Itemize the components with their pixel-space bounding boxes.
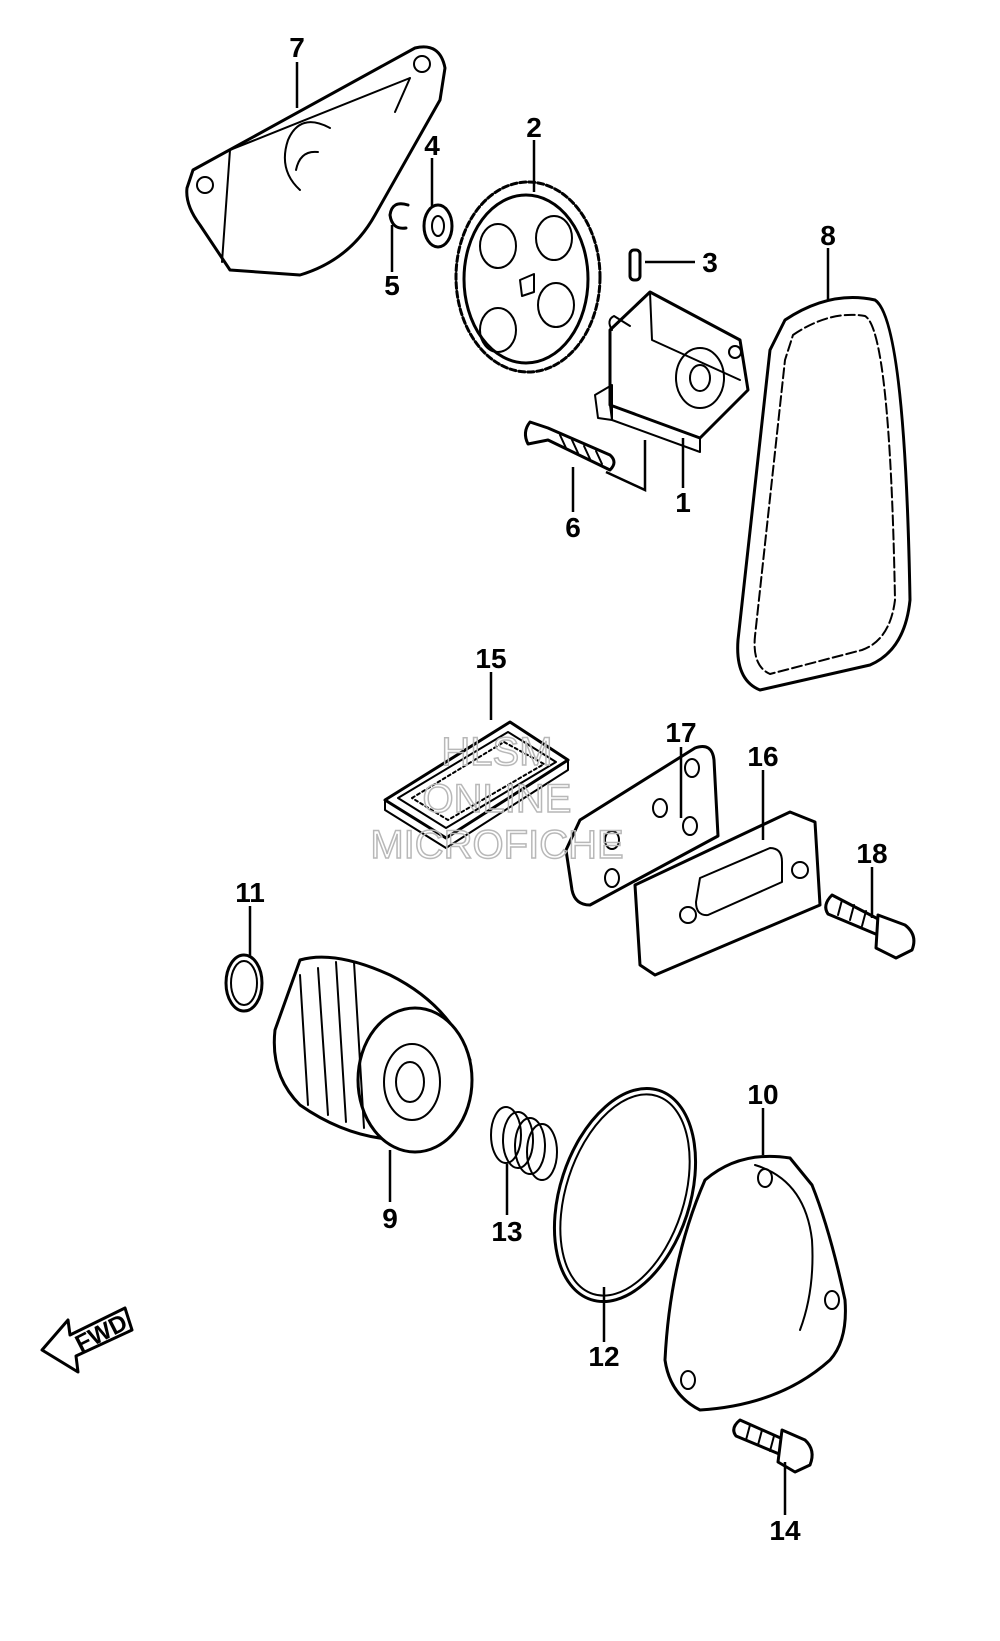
- callout-18[interactable]: 18: [856, 838, 887, 869]
- leader-lines: [248, 62, 874, 1515]
- fwd-label: FWD: [71, 1309, 132, 1358]
- gear-icon[interactable]: [454, 180, 602, 374]
- callout-10[interactable]: 10: [747, 1079, 778, 1110]
- callout-8[interactable]: 8: [820, 220, 836, 251]
- callout-13[interactable]: 13: [491, 1216, 522, 1247]
- watermark-line-1: HLSM: [441, 730, 552, 774]
- o-ring-icon[interactable]: [224, 953, 264, 1013]
- spring-icon[interactable]: [490, 1106, 558, 1181]
- forward-arrow-icon: FWD: [40, 1306, 134, 1374]
- callout-16[interactable]: 16: [747, 741, 778, 772]
- callout-14[interactable]: 14: [769, 1515, 801, 1546]
- plate-icon[interactable]: [633, 810, 822, 977]
- pin-icon[interactable]: [628, 248, 642, 282]
- callout-11[interactable]: 11: [235, 877, 265, 908]
- chain-icon[interactable]: [736, 296, 912, 692]
- filter-cap-icon[interactable]: [663, 1154, 847, 1412]
- callout-1[interactable]: 1: [675, 487, 691, 518]
- callout-3[interactable]: 3: [702, 247, 718, 278]
- callout-4[interactable]: 4: [424, 130, 440, 161]
- washer-icon[interactable]: [422, 203, 454, 249]
- callout-17[interactable]: 17: [665, 717, 696, 748]
- screw-icon[interactable]: [523, 420, 616, 472]
- watermark: HLSM ONLINE MICROFICHE: [370, 729, 625, 868]
- callout-9[interactable]: 9: [382, 1203, 398, 1234]
- callout-15[interactable]: 15: [475, 643, 506, 674]
- callout-labels: 7 2 3 4 5 6 1 8 15 17 16 18 11 9 13 12 1…: [235, 32, 887, 1546]
- strainer-icon[interactable]: [383, 720, 570, 849]
- oil-pump-icon[interactable]: [594, 290, 750, 453]
- cover-icon[interactable]: [185, 45, 447, 277]
- bolt-icon[interactable]: [732, 1418, 814, 1474]
- callout-12[interactable]: 12: [588, 1341, 619, 1372]
- callout-7[interactable]: 7: [289, 32, 305, 63]
- callout-5[interactable]: 5: [384, 270, 400, 301]
- watermark-line-3: MICROFICHE: [370, 823, 623, 867]
- watermark-line-2: ONLINE: [423, 777, 572, 821]
- oil-filter-icon[interactable]: [272, 955, 474, 1154]
- callout-6[interactable]: 6: [565, 512, 581, 543]
- circlip-icon[interactable]: [388, 202, 410, 230]
- o-ring-icon[interactable]: [529, 1070, 721, 1319]
- bolt-icon[interactable]: [824, 893, 916, 960]
- callout-2[interactable]: 2: [526, 112, 542, 143]
